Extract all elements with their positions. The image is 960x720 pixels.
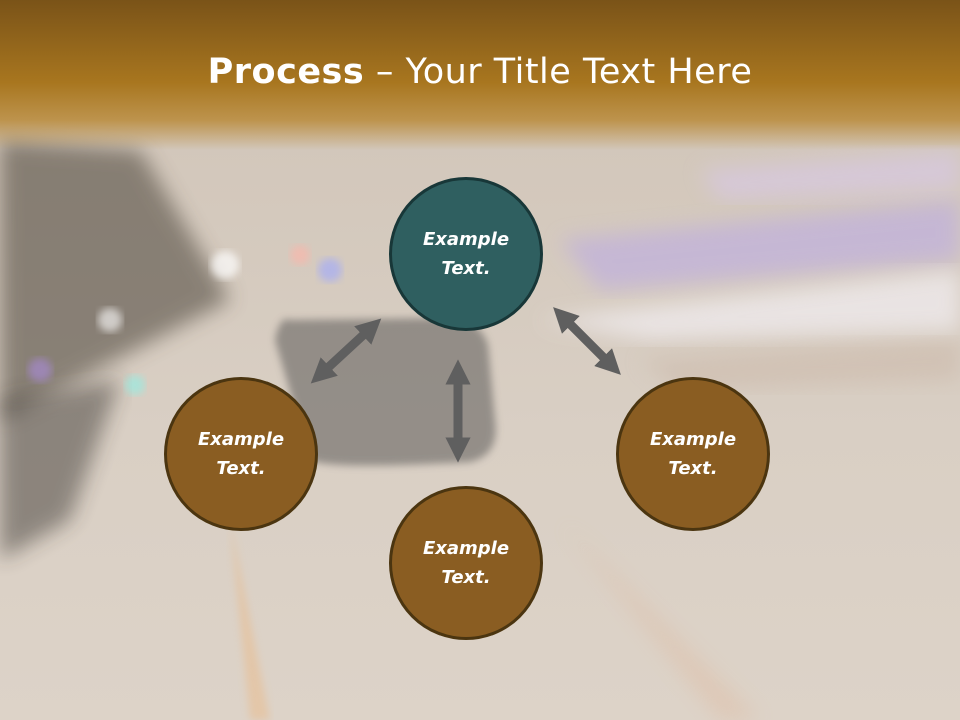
node-right-line2: Text. [668,458,718,479]
node-top-line2: Text. [441,258,491,279]
node-bottom-line2: Text. [441,567,491,588]
title-bar [0,0,960,150]
arrow-top-left [310,318,382,384]
node-top-line1: Example [422,229,510,250]
arrow-top-right [553,307,621,375]
slide-title: Process – Your Title Text Here [0,52,960,92]
node-left-line1: Example [197,429,285,450]
title-bold: Process [207,52,365,92]
title-rest: – Your Title Text Here [364,52,753,92]
node-bottom-line1: Example [422,538,510,559]
node-right-line1: Example [649,429,737,450]
node-left-line2: Text. [216,458,266,479]
